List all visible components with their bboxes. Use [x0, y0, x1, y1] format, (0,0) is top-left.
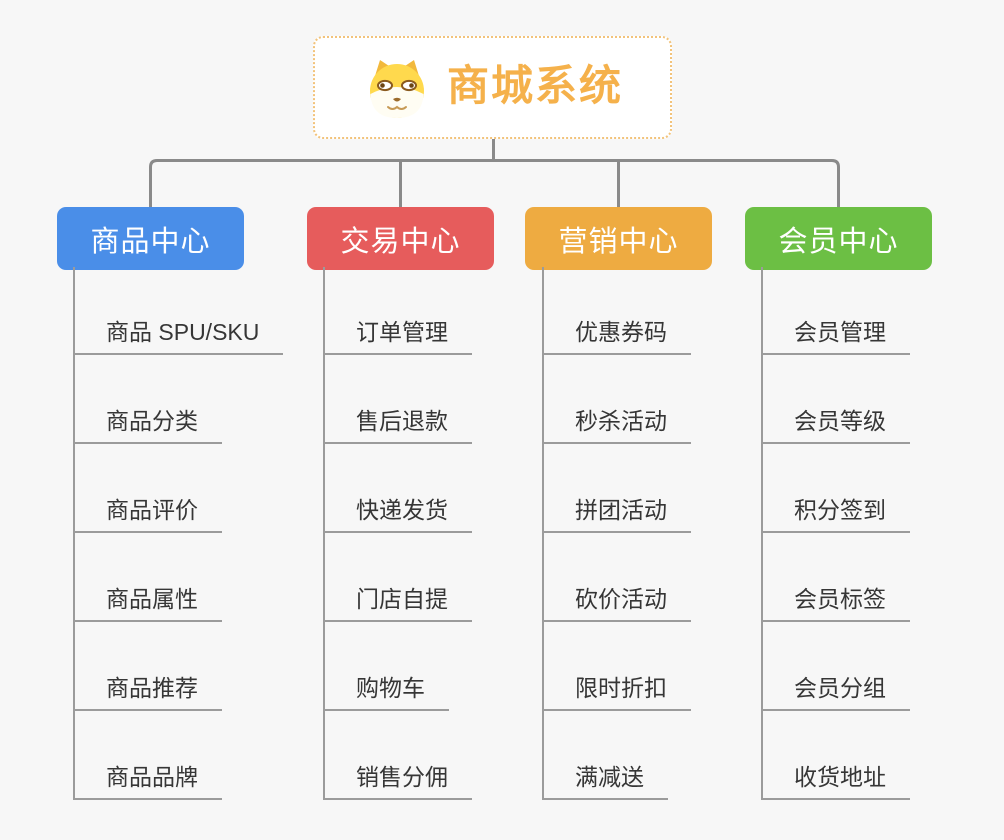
shiba-dog-icon — [369, 59, 424, 118]
subtopic-row: 门店自提 — [325, 533, 553, 622]
subtopic[interactable]: 会员分组 — [763, 675, 910, 711]
branch-children-trade-center: 订单管理 售后退款 快递发货 门店自提 购物车 销售分佣 — [323, 267, 553, 800]
subtopic-row: 优惠券码 — [544, 267, 772, 355]
subtopic-row: 商品评价 — [75, 444, 303, 533]
subtopic-row: 会员等级 — [763, 355, 991, 444]
subtopic-row: 订单管理 — [325, 267, 553, 355]
subtopic[interactable]: 收货地址 — [763, 764, 910, 800]
subtopic[interactable]: 订单管理 — [325, 319, 472, 355]
subtopic-row: 商品分类 — [75, 355, 303, 444]
branch-node-trade-center[interactable]: 交易中心 — [307, 207, 494, 270]
subtopic-row: 满减送 — [544, 711, 772, 800]
subtopic-row: 售后退款 — [325, 355, 553, 444]
subtopic[interactable]: 购物车 — [325, 675, 449, 711]
subtopic-row: 限时折扣 — [544, 622, 772, 711]
subtopic-row: 销售分佣 — [325, 711, 553, 800]
subtopic-row: 商品推荐 — [75, 622, 303, 711]
subtopic-row: 商品品牌 — [75, 711, 303, 800]
subtopic[interactable]: 限时折扣 — [544, 675, 691, 711]
subtopic[interactable]: 满减送 — [544, 764, 668, 800]
subtopic-row: 积分签到 — [763, 444, 991, 533]
subtopic[interactable]: 商品 SPU/SKU — [75, 319, 284, 355]
subtopic[interactable]: 商品属性 — [75, 586, 222, 622]
subtopic-row: 快递发货 — [325, 444, 553, 533]
root-topic-title: 商城系统 — [446, 61, 623, 109]
subtopic-row: 会员管理 — [763, 267, 991, 355]
subtopic-row: 会员标签 — [763, 533, 991, 622]
branch-children-marketing-center: 优惠券码 秒杀活动 拼团活动 砍价活动 限时折扣 满减送 — [542, 267, 772, 800]
subtopic[interactable]: 砍价活动 — [544, 586, 691, 622]
subtopic[interactable]: 会员等级 — [763, 408, 910, 444]
branch-bus-line — [149, 159, 840, 207]
subtopic[interactable]: 秒杀活动 — [544, 408, 691, 444]
subtopic[interactable]: 销售分佣 — [325, 764, 472, 800]
subtopic[interactable]: 售后退款 — [325, 408, 472, 444]
subtopic[interactable]: 快递发货 — [325, 497, 472, 533]
root-topic-node[interactable]: 商城系统 — [313, 36, 672, 139]
subtopic[interactable]: 优惠券码 — [544, 319, 691, 355]
subtopic-row: 秒杀活动 — [544, 355, 772, 444]
subtopic[interactable]: 商品评价 — [75, 497, 222, 533]
subtopic-row: 购物车 — [325, 622, 553, 711]
branch-node-marketing-center[interactable]: 营销中心 — [525, 207, 712, 270]
subtopic-row: 商品 SPU/SKU — [75, 267, 303, 355]
branch-children-product-center: 商品 SPU/SKU 商品分类 商品评价 商品属性 商品推荐 商品品牌 — [73, 267, 303, 800]
subtopic-row: 收货地址 — [763, 711, 991, 800]
subtopic[interactable]: 商品品牌 — [75, 764, 222, 800]
branch-node-member-center[interactable]: 会员中心 — [745, 207, 932, 270]
subtopic[interactable]: 会员管理 — [763, 319, 910, 355]
subtopic[interactable]: 拼团活动 — [544, 497, 691, 533]
branch-node-product-center[interactable]: 商品中心 — [57, 207, 244, 270]
subtopic-row: 拼团活动 — [544, 444, 772, 533]
subtopic[interactable]: 商品推荐 — [75, 675, 222, 711]
subtopic[interactable]: 门店自提 — [325, 586, 472, 622]
branch-children-member-center: 会员管理 会员等级 积分签到 会员标签 会员分组 收货地址 — [761, 267, 991, 800]
subtopic[interactable]: 积分签到 — [763, 497, 910, 533]
subtopic[interactable]: 商品分类 — [75, 408, 222, 444]
subtopic-row: 会员分组 — [763, 622, 991, 711]
subtopic-row: 砍价活动 — [544, 533, 772, 622]
subtopic[interactable]: 会员标签 — [763, 586, 910, 622]
subtopic-row: 商品属性 — [75, 533, 303, 622]
